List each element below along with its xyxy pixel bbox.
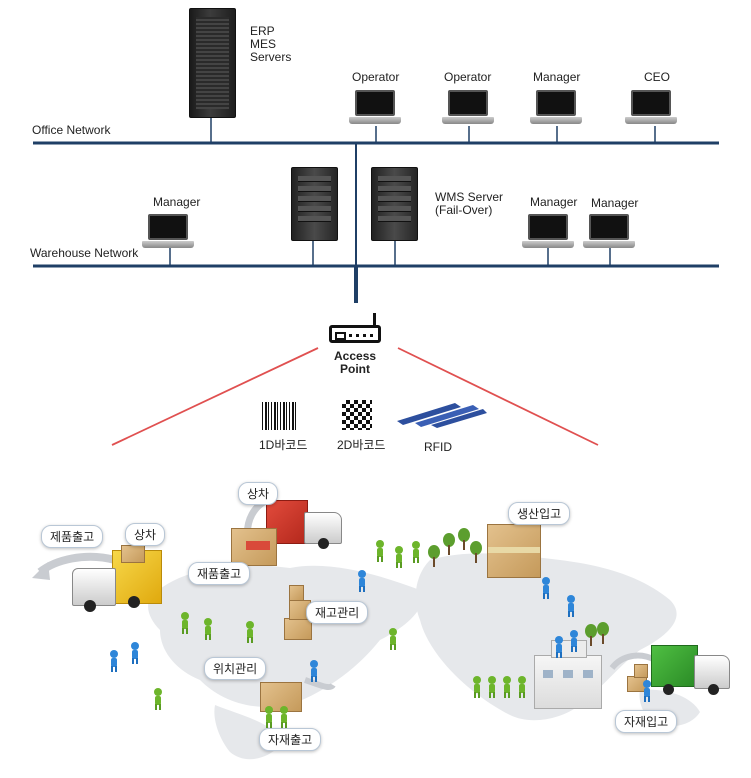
box-icon — [121, 545, 145, 563]
truck-wheel-icon — [663, 684, 674, 695]
laptop-icon — [625, 90, 677, 126]
wireless-line-right — [397, 347, 599, 446]
network-drops — [169, 116, 656, 266]
office-client-label-1: Operator — [352, 70, 400, 84]
tree-icon — [458, 528, 470, 550]
worker-icon — [203, 618, 213, 640]
worker-icon — [279, 706, 289, 728]
tag-material-out: 자재출고 — [259, 728, 322, 751]
office-client-label-2: Operator — [444, 70, 492, 84]
laptop-icon — [530, 90, 582, 126]
tag-product-out-2: 재품출고 — [188, 562, 251, 585]
qr-code-icon — [342, 400, 372, 430]
warehouse-network-label: Warehouse Network — [30, 246, 139, 260]
worker-icon — [554, 636, 564, 658]
yellow-truck-cab — [72, 568, 116, 606]
worker-icon — [642, 680, 652, 702]
tag-inventory: 재고관리 — [306, 601, 369, 624]
factory-building-icon — [534, 655, 602, 709]
worker-icon — [487, 676, 497, 698]
tree-icon — [443, 533, 455, 555]
worker-icon — [566, 595, 576, 617]
warehouse-client-label-3: Manager — [591, 196, 639, 210]
worker-icon — [245, 621, 255, 643]
worker-icon — [541, 577, 551, 599]
warehouse-client-label-1: Manager — [153, 195, 201, 209]
worker-icon — [264, 706, 274, 728]
tag-location: 위치관리 — [204, 657, 267, 680]
worker-icon — [394, 546, 404, 568]
stacked-box-icon — [289, 585, 304, 601]
erp-mes-servers-label: ERP MES Servers — [250, 24, 292, 64]
laptop-icon — [583, 214, 635, 250]
tag-material-in: 자재입고 — [615, 710, 678, 733]
fragile-box-icon — [231, 528, 277, 566]
worker-icon — [309, 660, 319, 682]
office-client-label-4: CEO — [644, 70, 671, 84]
truck-wheel-icon — [318, 538, 329, 549]
laptop-icon — [522, 214, 574, 250]
truck-wheel-icon — [708, 684, 719, 695]
worker-icon — [502, 676, 512, 698]
tree-icon — [597, 622, 609, 644]
truck-wheel-icon — [84, 600, 96, 612]
stacked-box-icon — [284, 618, 312, 640]
access-point-icon — [329, 325, 381, 343]
tree-icon — [470, 541, 482, 563]
tag-product-out: 제품출고 — [41, 525, 104, 548]
laptop-icon — [349, 90, 401, 126]
worker-icon — [388, 628, 398, 650]
laptop-icon — [442, 90, 494, 126]
arrow-product-out-head — [32, 562, 50, 580]
tag-loading-2: 상차 — [238, 482, 279, 505]
worker-icon — [411, 541, 421, 563]
worker-icon — [517, 676, 527, 698]
worker-icon — [375, 540, 385, 562]
access-point-label: Access Point — [334, 349, 377, 376]
worker-icon — [472, 676, 482, 698]
tree-icon — [585, 624, 597, 646]
antenna-icon — [373, 313, 376, 327]
worker-icon — [109, 650, 119, 672]
device-label-2d: 2D바코드 — [337, 438, 386, 452]
tag-production-in: 생산입고 — [508, 502, 571, 525]
warehouse-client-label-2: Manager — [530, 195, 578, 209]
worker-icon — [153, 688, 163, 710]
wms-server-label: WMS Server (Fail-Over) — [435, 190, 504, 217]
barcode-1d-icon — [262, 402, 298, 430]
arrow-material-out — [304, 677, 336, 691]
laptop-icon — [142, 214, 194, 250]
wms-server-primary — [291, 167, 338, 241]
device-label-1d: 1D바코드 — [259, 438, 308, 452]
rfid-reader-icon — [397, 403, 487, 428]
production-box-icon — [487, 524, 541, 578]
wms-server-failover — [371, 167, 418, 241]
office-client-label-3: Manager — [533, 70, 581, 84]
tag-loading-1: 상차 — [125, 523, 166, 546]
box-icon — [634, 664, 648, 678]
tree-icon — [428, 545, 440, 567]
green-truck-cargo — [651, 645, 698, 687]
device-label-rfid: RFID — [424, 440, 452, 454]
worker-icon — [357, 570, 367, 592]
erp-mes-server-rack — [189, 8, 236, 118]
wireless-line-left — [111, 347, 319, 446]
office-network-label: Office Network — [32, 123, 111, 137]
worker-icon — [130, 642, 140, 664]
worker-icon — [180, 612, 190, 634]
truck-wheel-icon — [128, 596, 140, 608]
worker-icon — [569, 630, 579, 652]
